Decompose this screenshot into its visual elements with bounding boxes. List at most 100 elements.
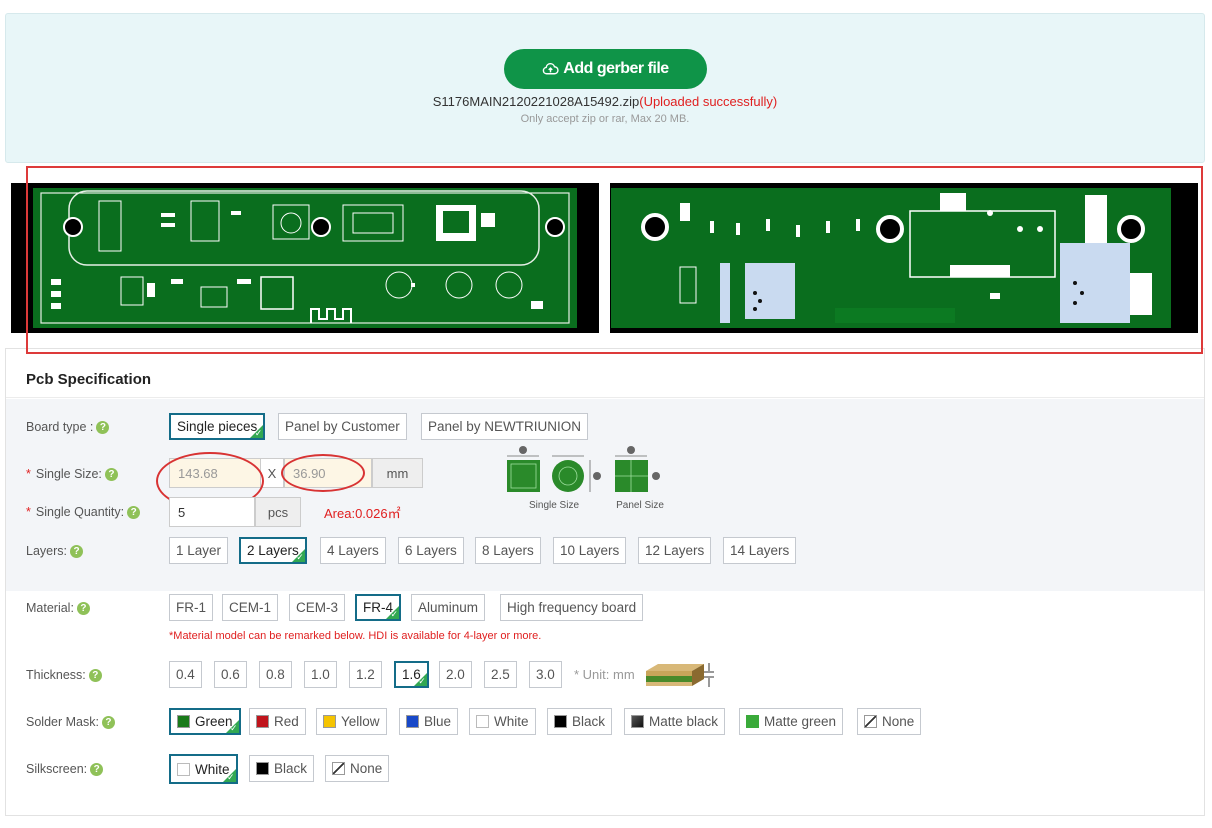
- solder-mask-red[interactable]: Red: [249, 708, 306, 735]
- board-type-single-pieces[interactable]: Single pieces✓: [169, 413, 266, 440]
- quantity-unit: pcs: [255, 497, 301, 527]
- thickness-option-2.5[interactable]: 2.5: [484, 661, 517, 688]
- thickness-unit-note: * Unit: mm: [574, 667, 635, 682]
- layers-option-label: 8 Layers: [482, 543, 534, 558]
- check-icon: ✓: [254, 428, 263, 438]
- thickness-option-1.6[interactable]: 1.6✓: [394, 661, 429, 688]
- layers-option-14[interactable]: 14 Layers: [723, 537, 797, 564]
- upload-panel: Add gerber file S1176MAIN2120221028A1549…: [5, 13, 1205, 163]
- thickness-option-label: 2.0: [446, 667, 465, 682]
- help-icon[interactable]: ?: [104, 467, 118, 481]
- layers-option-1[interactable]: 1 Layer: [169, 537, 229, 564]
- thickness-label-text: Thickness:: [26, 668, 86, 682]
- spec-title-divider: [6, 397, 1204, 398]
- solder-mask-white[interactable]: White: [469, 708, 536, 735]
- material-option-cem3[interactable]: CEM-3: [289, 594, 346, 621]
- white-swatch-icon: [177, 762, 190, 776]
- thickness-option-1.2[interactable]: 1.2: [349, 661, 382, 688]
- single-size-label-text: Single Size:: [35, 467, 102, 481]
- thickness-option-0.4[interactable]: 0.4: [169, 661, 202, 688]
- solder-mask-green[interactable]: Green✓: [169, 708, 241, 735]
- pcb-bottom-preview: [610, 183, 1198, 333]
- layers-label: Layers: ?: [26, 544, 83, 558]
- silkscreen-option-label: None: [350, 761, 383, 776]
- panel-size-figure: Panel Size: [612, 445, 668, 511]
- solder-mask-option-label: Matte green: [764, 714, 837, 729]
- solder-mask-option-label: Black: [572, 714, 606, 729]
- thickness-option-0.6[interactable]: 0.6: [214, 661, 247, 688]
- silkscreen-option-label: White: [195, 761, 230, 777]
- layers-option-4[interactable]: 4 Layers: [320, 537, 386, 564]
- layers-option-12[interactable]: 12 Layers: [638, 537, 712, 564]
- layers-label-text: Layers:: [26, 544, 67, 558]
- material-option-cem1[interactable]: CEM-1: [222, 594, 279, 621]
- material-option-label: High frequency board: [507, 600, 637, 615]
- pcb-size-diagram-icon: [507, 446, 601, 492]
- board-type-panel-by-customer[interactable]: Panel by Customer: [278, 413, 407, 440]
- cloud-upload-icon: [543, 62, 559, 74]
- layers-option-label: 4 Layers: [327, 543, 379, 558]
- board-type-panel-by-newtriunion[interactable]: Panel by NEWTRIUNION: [421, 413, 589, 440]
- material-label-text: Material:: [26, 601, 74, 615]
- solder-mask-blue[interactable]: Blue: [399, 708, 459, 735]
- solder-mask-yellow[interactable]: Yellow: [316, 708, 387, 735]
- layers-option-10[interactable]: 10 Layers: [553, 537, 627, 564]
- thickness-option-label: 1.0: [311, 667, 330, 682]
- board-type-option-label: Panel by Customer: [285, 419, 400, 434]
- single-size-width-input[interactable]: 143.68: [169, 458, 261, 488]
- single-quantity-label-text: Single Quantity:: [35, 505, 125, 519]
- material-option-fr1[interactable]: FR-1: [169, 594, 213, 621]
- silkscreen-none[interactable]: None: [325, 755, 390, 782]
- uploaded-file-line: S1176MAIN2120221028A15492.zip(Uploaded s…: [6, 94, 1204, 109]
- solder-mask-matte-green[interactable]: Matte green: [739, 708, 844, 735]
- board-type-label-text: Board type :: [26, 420, 94, 434]
- help-icon[interactable]: ?: [127, 505, 141, 519]
- layers-option-label: 14 Layers: [730, 543, 790, 558]
- silkscreen-white[interactable]: White✓: [169, 754, 238, 784]
- layers-option-label: 2 Layers: [247, 543, 299, 558]
- matte-green-swatch-icon: [746, 715, 759, 728]
- blue-swatch-icon: [406, 715, 419, 728]
- help-icon[interactable]: ?: [90, 762, 104, 776]
- help-icon[interactable]: ?: [70, 544, 83, 558]
- thickness-option-label: 0.6: [221, 667, 240, 682]
- yellow-swatch-icon: [323, 715, 336, 728]
- layers-option-6[interactable]: 6 Layers: [398, 537, 464, 564]
- area-value: Area:0.026㎡: [324, 506, 401, 521]
- size-unit: mm: [372, 458, 423, 488]
- material-option-label: CEM-3: [296, 600, 339, 615]
- green-swatch-icon: [177, 715, 190, 728]
- silkscreen-label: Silkscreen: ?: [26, 762, 104, 776]
- help-icon[interactable]: ?: [101, 715, 115, 729]
- upload-note: Only accept zip or rar, Max 20 MB.: [520, 113, 690, 125]
- thickness-option-1.0[interactable]: 1.0: [304, 661, 337, 688]
- help-icon[interactable]: ?: [88, 668, 102, 682]
- solder-mask-none[interactable]: None: [857, 708, 922, 735]
- add-gerber-button[interactable]: Add gerber file: [504, 49, 707, 89]
- matte-black-swatch-icon: [631, 715, 644, 728]
- board-type-option-label: Single pieces: [177, 419, 258, 434]
- silkscreen-black[interactable]: Black: [249, 755, 315, 782]
- solder-mask-option-label: White: [494, 714, 529, 729]
- thickness-option-0.8[interactable]: 0.8: [259, 661, 292, 688]
- solder-mask-matte-black[interactable]: Matte black: [624, 708, 726, 735]
- thickness-option-label: 1.2: [356, 667, 375, 682]
- layers-option-8[interactable]: 8 Layers: [475, 537, 541, 564]
- material-option-high-frequency[interactable]: High frequency board: [500, 594, 644, 621]
- thickness-option-3.0[interactable]: 3.0: [529, 661, 562, 688]
- layers-option-2[interactable]: 2 Layers✓: [239, 537, 307, 564]
- check-icon: ✓: [296, 552, 304, 562]
- single-size-height-input[interactable]: 36.90: [284, 458, 372, 488]
- thickness-option-label: 0.4: [176, 667, 195, 682]
- single-quantity-label: *Single Quantity: ?: [26, 505, 141, 519]
- help-icon[interactable]: ?: [76, 601, 90, 615]
- board-type-label: Board type : ?: [26, 420, 110, 434]
- none-swatch-icon: [332, 762, 345, 775]
- solder-mask-label-text: Solder Mask:: [26, 715, 99, 729]
- material-option-aluminum[interactable]: Aluminum: [411, 594, 486, 621]
- help-icon[interactable]: ?: [96, 420, 110, 434]
- solder-mask-black[interactable]: Black: [547, 708, 613, 735]
- single-quantity-input[interactable]: 5: [169, 497, 255, 527]
- thickness-option-2.0[interactable]: 2.0: [439, 661, 472, 688]
- material-option-fr4[interactable]: FR-4✓: [355, 594, 401, 621]
